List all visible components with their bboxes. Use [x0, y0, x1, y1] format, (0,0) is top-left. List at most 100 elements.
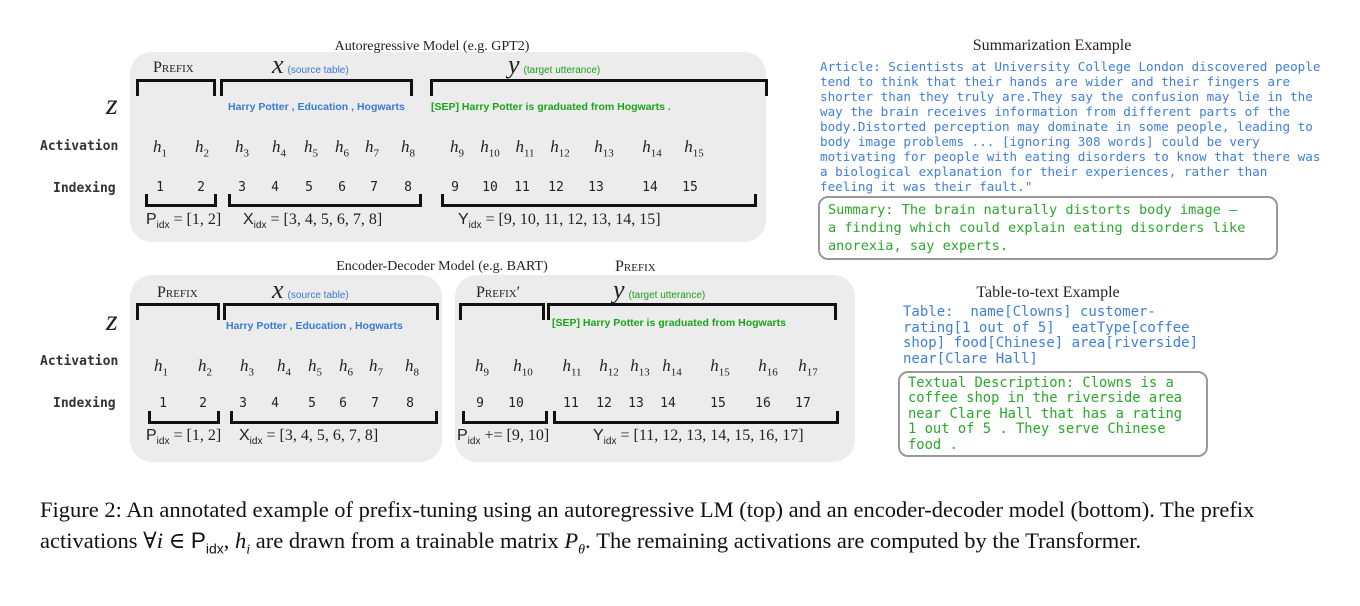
activation-subscript: 16 — [766, 366, 778, 379]
article-text: Article: Scientists at University Colleg… — [820, 59, 1320, 194]
bottom-prefix-bracket — [136, 303, 220, 320]
top-p-idx: Pidx = [1, 2] — [146, 211, 222, 232]
activation-subscript: 12 — [607, 366, 619, 379]
activation-subscript: 14 — [650, 147, 662, 160]
bottom-p-idx: Pidx = [1, 2] — [146, 427, 222, 448]
article-line: body image problems ... [ignoring 308 wo… — [820, 134, 1260, 149]
activation-subscript: 6 — [343, 147, 350, 160]
top-target-tokens: [SEP] Harry Potter is graduated from Hog… — [431, 101, 671, 113]
bottom-prefix-idx-bracket — [148, 411, 220, 424]
activation-h8: h8 — [401, 137, 416, 160]
index-4: 4 — [271, 180, 279, 195]
activation-subscript: 11 — [570, 366, 582, 379]
description-line: near Clare Hall that has a rating — [908, 405, 1183, 422]
description-line: Textual Description: Clowns is a — [908, 375, 1174, 391]
index-12: 12 — [596, 396, 612, 411]
summarization-title: Summarization Example — [972, 37, 1132, 54]
bottom-source-tokens: Harry Potter , Education , Hogwarts — [226, 320, 403, 332]
activation-subscript: 1 — [161, 147, 168, 160]
bottom-x-label: x (source table) — [272, 275, 349, 304]
table-line: Table: name[Clowns] customer- — [903, 304, 1156, 320]
article-line: way the brain receives information from … — [820, 104, 1291, 119]
activation-subscript: 6 — [347, 366, 354, 379]
activation-h9: h9 — [475, 356, 489, 379]
activation-h6: h6 — [335, 137, 350, 160]
description-line: coffee shop in the riverside area — [908, 390, 1183, 407]
article-line: Article: Scientists at University Colleg… — [820, 59, 1321, 74]
activation-h11: h11 — [562, 356, 582, 379]
index-7: 7 — [371, 396, 379, 411]
index-12: 12 — [548, 180, 564, 195]
activation-h10: h10 — [513, 356, 533, 379]
index-5: 5 — [305, 180, 313, 195]
table-line: near[Clare Hall] — [903, 350, 1038, 367]
autoregressive-panel — [130, 52, 766, 242]
index-15: 15 — [710, 396, 726, 411]
top-x-bracket — [220, 79, 413, 96]
index-9: 9 — [476, 396, 484, 411]
article-line: body.Distorted perception may dominate i… — [820, 119, 1313, 134]
top-source-tokens: Harry Potter , Education , Hogwarts — [228, 101, 405, 113]
article-line: shorter than they truly are.They say the… — [820, 89, 1313, 104]
bottom-y-bracket — [547, 303, 837, 320]
top-prefix-label: Prefix — [153, 59, 194, 76]
activation-subscript: 14 — [670, 366, 682, 379]
summary-line: Summary: The brain naturally distorts bo… — [828, 202, 1238, 218]
bottom-activation-label: Activation — [40, 354, 119, 369]
index-17: 17 — [795, 396, 811, 411]
decoder-panel — [455, 275, 855, 462]
bottom-y-idx-bracket — [553, 411, 839, 424]
bottom-target-tokens: [SEP] Harry Potter is graduated from Hog… — [552, 317, 786, 329]
index-1: 1 — [159, 396, 167, 411]
activation-subscript: 15 — [692, 147, 704, 160]
index-7: 7 — [370, 180, 378, 195]
activation-subscript: 8 — [409, 147, 416, 160]
index-14: 14 — [660, 396, 676, 411]
table-line: shop] food[Chinese] area[riverside] — [903, 335, 1199, 351]
index-11: 11 — [514, 180, 530, 195]
activation-subscript: 11 — [523, 147, 535, 160]
index-1: 1 — [156, 180, 164, 195]
index-4: 4 — [271, 396, 279, 411]
index-8: 8 — [404, 180, 412, 195]
index-14: 14 — [642, 180, 658, 195]
bottom-x-idx-bracket — [230, 411, 438, 424]
index-2: 2 — [197, 180, 205, 195]
index-5: 5 — [308, 396, 316, 411]
bottom-prefix-title: Prefix — [615, 258, 656, 275]
activation-h1: h1 — [153, 137, 168, 160]
top-y-idx-bracket — [441, 194, 757, 207]
bottom-prefix-label: Prefix — [157, 284, 198, 301]
summary-text: Summary: The brain naturally distorts bo… — [828, 201, 1268, 255]
activation-h3: h3 — [240, 356, 254, 379]
index-3: 3 — [238, 180, 246, 195]
activation-subscript: 17 — [806, 366, 818, 379]
figure-caption: Figure 2: An annotated example of prefix… — [40, 497, 1255, 558]
bottom-prefix2-idx-bracket — [462, 411, 548, 424]
index-13: 13 — [588, 180, 604, 195]
activation-subscript: 5 — [316, 366, 323, 379]
bottom-x-idx: Xidx = [3, 4, 5, 6, 7, 8] — [239, 427, 379, 448]
summary-box: Summary: The brain naturally distorts bo… — [818, 196, 1278, 260]
index-6: 6 — [339, 396, 347, 411]
summary-line: a finding which could explain eating dis… — [828, 220, 1246, 236]
activation-h10: h10 — [480, 137, 500, 160]
top-prefix-bracket — [136, 79, 216, 96]
activation-subscript: 10 — [488, 147, 500, 160]
activation-h5: h5 — [304, 137, 319, 160]
top-x-label: x (source table) — [272, 50, 349, 79]
activation-h12: h12 — [550, 137, 570, 160]
activation-h5: h5 — [308, 356, 323, 379]
index-15: 15 — [682, 180, 698, 195]
activation-h14: h14 — [662, 356, 682, 379]
top-indexing-label: Indexing — [53, 181, 116, 196]
activation-subscript: 7 — [373, 147, 380, 160]
activation-h11: h11 — [515, 137, 535, 160]
article-line: feeling it was their fault." — [820, 179, 1033, 194]
table-line: rating[1 out of 5] eatType[coffee — [903, 319, 1190, 336]
article-line: tend to think that their hands are wider… — [820, 74, 1291, 89]
activation-subscript: 5 — [312, 147, 319, 160]
bottom-p2-idx: Pidx += [9, 10] — [457, 427, 550, 448]
index-8: 8 — [406, 396, 414, 411]
